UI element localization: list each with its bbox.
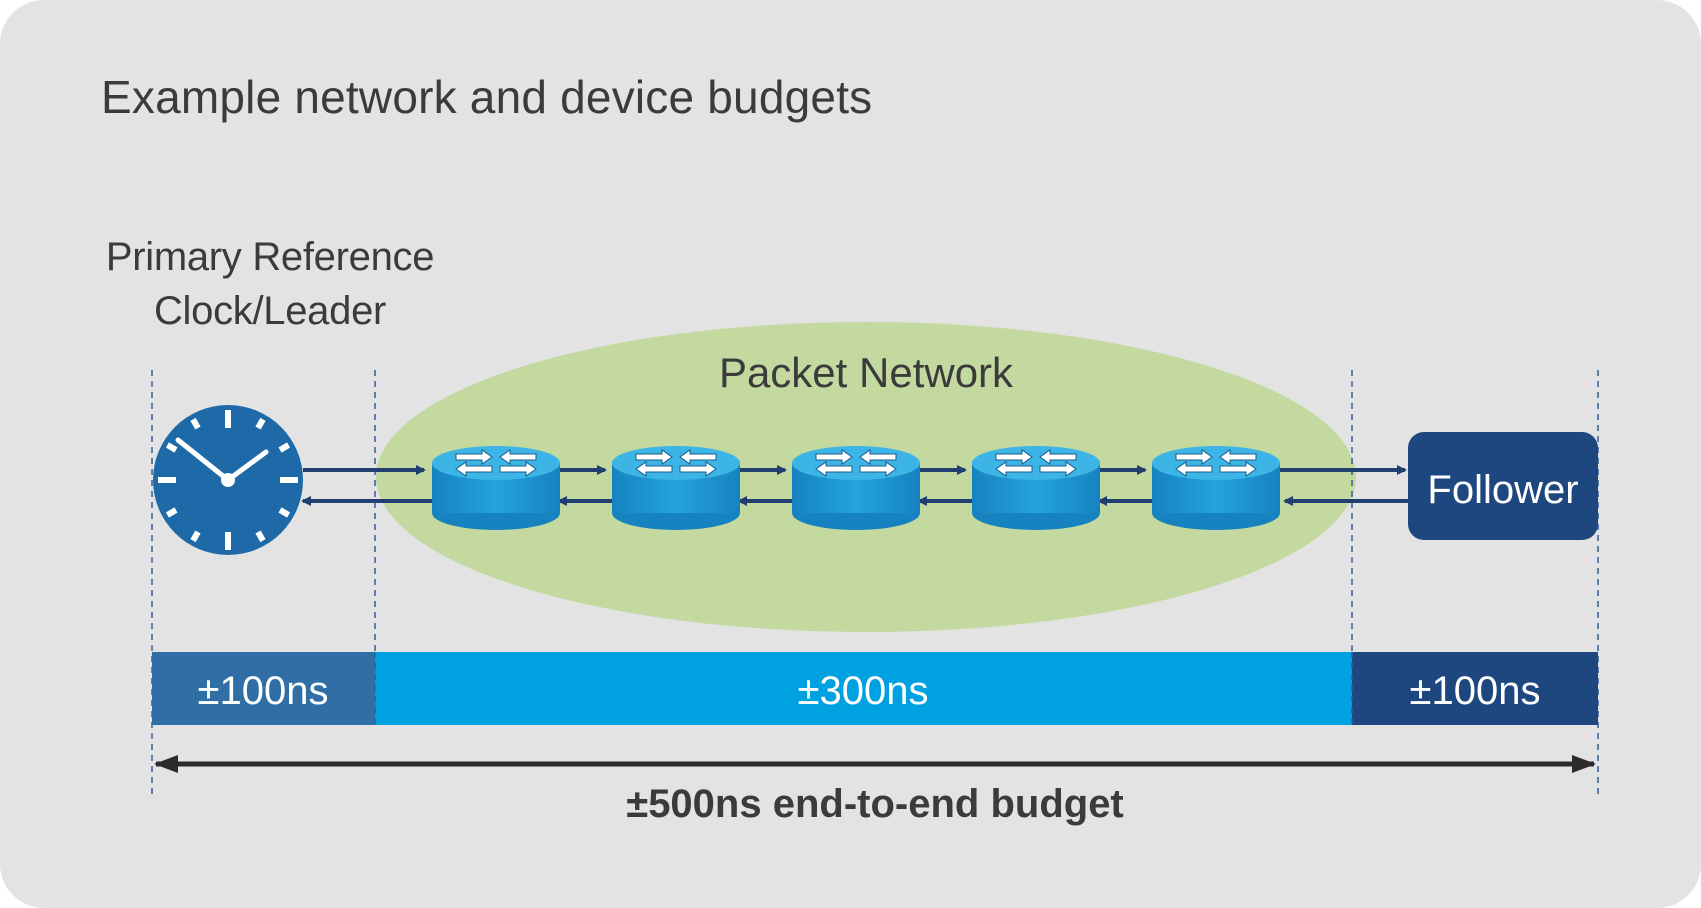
leader-label: Primary Reference Clock/Leader	[60, 230, 480, 338]
router-icon	[792, 446, 920, 530]
clock-icon	[153, 405, 303, 555]
budget-bar: ±100ns ±300ns ±100ns	[152, 652, 1598, 725]
end-to-end-budget-label: ±500ns end-to-end budget	[626, 782, 1124, 826]
network-budget-label: ±300ns	[798, 669, 929, 713]
router-icon	[1152, 446, 1280, 530]
leader-budget-label: ±100ns	[198, 669, 329, 713]
router-icon	[612, 446, 740, 530]
diagram-title: Example network and device budgets	[101, 71, 873, 123]
network-budget-segment	[375, 652, 1352, 725]
follower-node: Follower	[1408, 432, 1598, 540]
packet-network-label: Packet Network	[719, 349, 1014, 396]
leader-budget-segment	[152, 652, 375, 725]
router-icon	[432, 446, 560, 530]
follower-budget-label: ±100ns	[1410, 669, 1541, 713]
follower-budget-segment	[1352, 652, 1598, 725]
follower-label: Follower	[1427, 468, 1578, 512]
router-chain	[432, 446, 1280, 530]
router-icon	[972, 446, 1100, 530]
link-arrows	[301, 465, 1408, 506]
leader-label-line1: Primary Reference	[105, 235, 435, 279]
leader-label-line2: Clock/Leader	[153, 289, 387, 333]
